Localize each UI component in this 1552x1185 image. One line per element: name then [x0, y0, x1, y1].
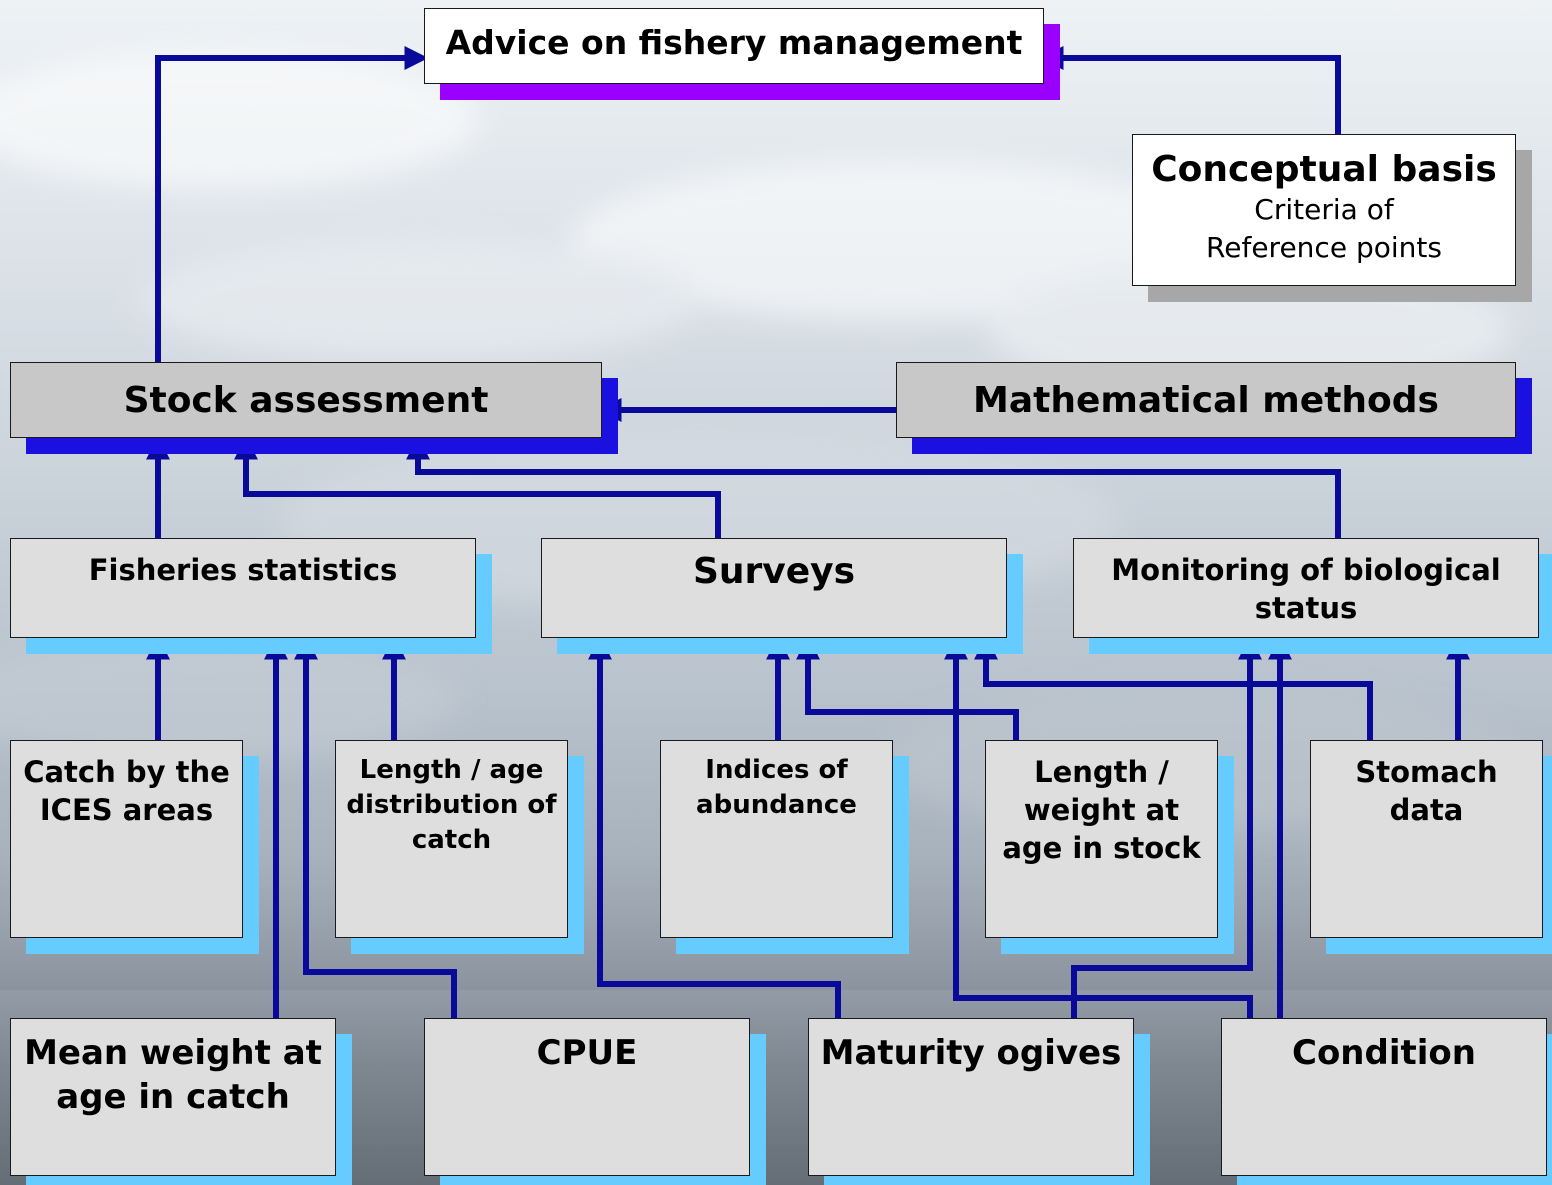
node-fisheries-statistics: Fisheries statistics	[10, 538, 476, 638]
node-conceptual-line2: Reference points	[1206, 231, 1442, 264]
node-condition-label: Condition	[1292, 1033, 1476, 1073]
node-mean-weight: Mean weight at age in catch	[10, 1018, 336, 1176]
node-catch-by-ices-label: Catch by the ICES areas	[23, 755, 230, 827]
node-mathematical-methods-label: Mathematical methods	[973, 379, 1439, 421]
node-conceptual-line1: Criteria of	[1254, 193, 1394, 226]
node-conceptual-title: Conceptual basis	[1151, 149, 1497, 190]
node-monitoring-label: Monitoring of biological status	[1111, 553, 1501, 625]
node-catch-by-ices: Catch by the ICES areas	[10, 740, 243, 938]
node-advice-label: Advice on fishery management	[445, 22, 1023, 62]
node-fisheries-statistics-label: Fisheries statistics	[88, 553, 398, 587]
node-mathematical-methods: Mathematical methods	[896, 362, 1516, 438]
node-indices-of-abundance-label: Indices of abundance	[696, 755, 857, 820]
node-maturity-ogives: Maturity ogives	[808, 1018, 1134, 1176]
node-length-age-distribution: Length / age distribution of catch	[335, 740, 568, 938]
node-stomach-data-label: Stomach data	[1355, 755, 1498, 827]
node-stomach-data: Stomach data	[1310, 740, 1543, 938]
node-cpue: CPUE	[424, 1018, 750, 1176]
node-mean-weight-label: Mean weight at age in catch	[24, 1033, 322, 1117]
node-stock-assessment: Stock assessment	[10, 362, 602, 438]
node-advice: Advice on fishery management	[424, 8, 1044, 84]
node-stock-assessment-label: Stock assessment	[123, 379, 489, 421]
node-conceptual: Conceptual basis Criteria of Reference p…	[1132, 134, 1516, 286]
node-indices-of-abundance: Indices of abundance	[660, 740, 893, 938]
node-surveys: Surveys	[541, 538, 1007, 638]
node-length-age-distribution-label: Length / age distribution of catch	[346, 755, 557, 855]
node-monitoring: Monitoring of biological status	[1073, 538, 1539, 638]
node-length-weight-at-age-label: Length / weight at age in stock	[1002, 755, 1201, 865]
node-maturity-ogives-label: Maturity ogives	[820, 1033, 1122, 1073]
node-length-weight-at-age: Length / weight at age in stock	[985, 740, 1218, 938]
node-surveys-label: Surveys	[692, 551, 856, 592]
node-cpue-label: CPUE	[536, 1033, 638, 1073]
node-condition: Condition	[1221, 1018, 1547, 1176]
